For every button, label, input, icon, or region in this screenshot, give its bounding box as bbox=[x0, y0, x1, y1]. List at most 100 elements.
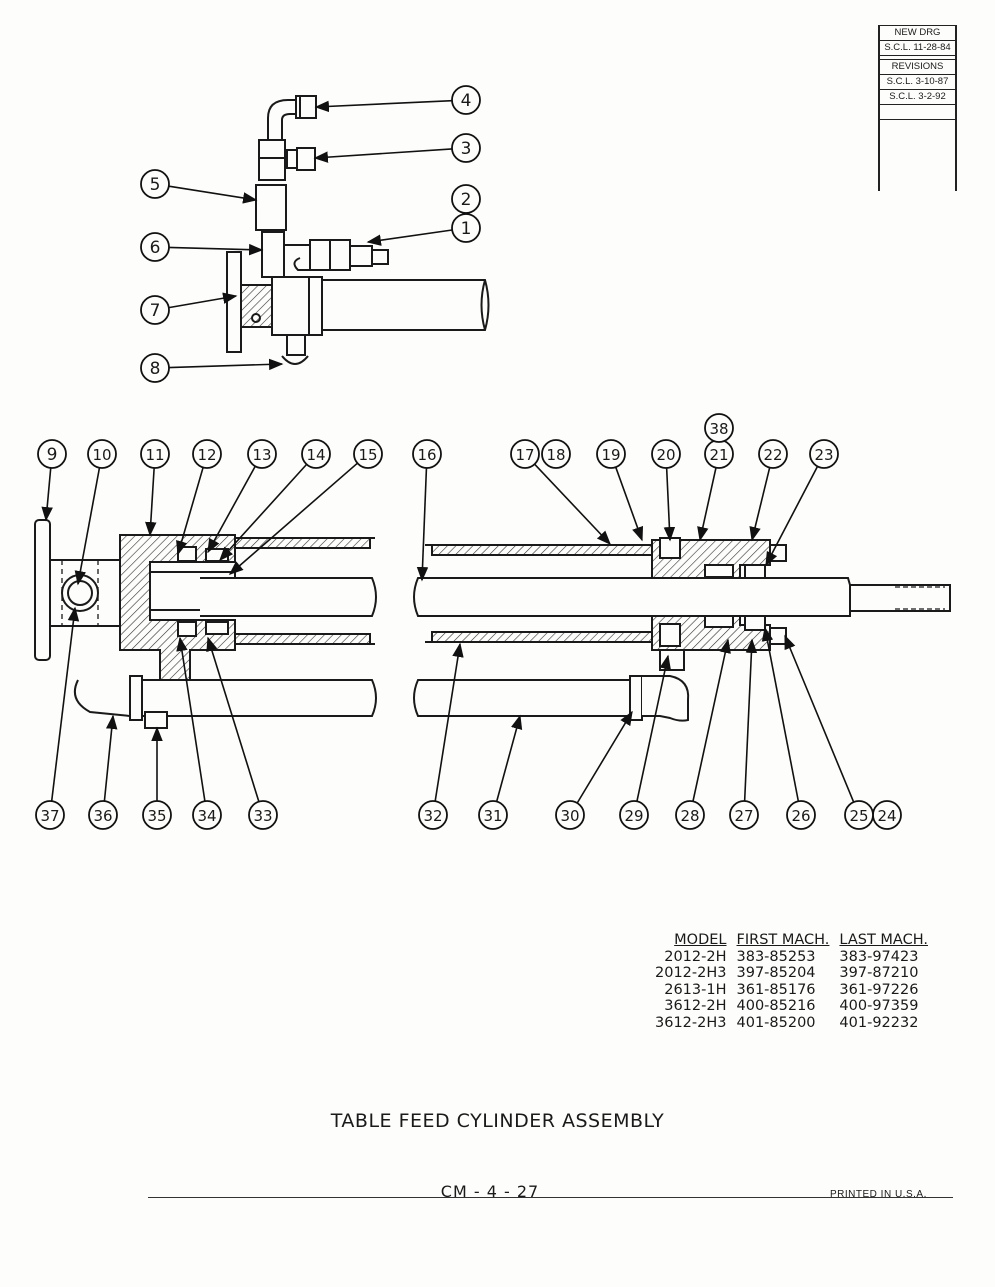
callout-circle bbox=[140, 439, 170, 469]
footer-rule bbox=[148, 1197, 953, 1198]
callout-circle bbox=[88, 800, 118, 830]
last-mach-cell: 397-87210 bbox=[839, 965, 919, 981]
leader-line-6 bbox=[168, 243, 264, 256]
model-cell: 3612-2H bbox=[664, 998, 727, 1014]
leader-line-8 bbox=[168, 358, 284, 371]
callout-1: 1 bbox=[451, 213, 481, 243]
leader-line-25 bbox=[784, 634, 855, 803]
callout-number: 12 bbox=[197, 446, 216, 464]
last-mach-cell: 383-97423 bbox=[839, 948, 919, 965]
callout-35: 35 bbox=[142, 800, 172, 830]
callout-circle bbox=[451, 85, 481, 115]
callout-10: 10 bbox=[87, 439, 117, 469]
callout-number: 1 bbox=[461, 219, 472, 239]
callout-circle bbox=[809, 439, 839, 469]
leader-line-4 bbox=[314, 99, 453, 113]
printed-in-usa: PRINTED IN U.S.A. bbox=[830, 1189, 927, 1200]
leader-line-15 bbox=[228, 462, 358, 575]
leader-line-17 bbox=[534, 463, 611, 546]
new-drawing-label: NEW DRG bbox=[878, 25, 957, 41]
revision-block: NEW DRG S.C.L. 11-28-84 REVISIONS S.C.L.… bbox=[878, 25, 957, 191]
callout-21: 21 bbox=[704, 439, 734, 469]
callout-28: 28 bbox=[675, 800, 705, 830]
callout-number: 37 bbox=[40, 807, 59, 825]
last-mach-cell: 400-97359 bbox=[839, 998, 919, 1014]
callout-circle bbox=[140, 169, 170, 199]
callout-circle bbox=[140, 232, 170, 262]
callout-circle bbox=[619, 800, 649, 830]
callout-number: 30 bbox=[560, 807, 579, 825]
callout-2: 2 bbox=[451, 184, 481, 214]
leader-line-29 bbox=[636, 654, 671, 802]
callout-circle bbox=[247, 439, 277, 469]
leader-line-3 bbox=[313, 148, 453, 163]
column-header-last-mach: LAST MACH. bbox=[839, 932, 928, 948]
callout-circle bbox=[353, 439, 383, 469]
top-view-fitting-assembly bbox=[226, 95, 490, 365]
callout-31: 31 bbox=[478, 800, 508, 830]
revisions-header: REVISIONS bbox=[878, 59, 957, 75]
callout-number: 14 bbox=[306, 446, 325, 464]
callout-9: 9 bbox=[37, 439, 67, 469]
callout-circle bbox=[418, 800, 448, 830]
callout-15: 15 bbox=[353, 439, 383, 469]
callout-36: 36 bbox=[88, 800, 118, 830]
callout-3: 3 bbox=[451, 133, 481, 163]
callout-number: 11 bbox=[145, 446, 164, 464]
callout-circle bbox=[412, 439, 442, 469]
callout-circle bbox=[142, 800, 172, 830]
drawing-title: TABLE FEED CYLINDER ASSEMBLY bbox=[330, 1110, 665, 1132]
leader-line-37 bbox=[50, 606, 80, 802]
callout-38: 38 bbox=[704, 413, 734, 443]
callout-number: 7 bbox=[150, 301, 161, 321]
callout-number: 5 bbox=[150, 175, 161, 195]
leader-lines bbox=[41, 99, 855, 804]
column-header-first-mach: FIRST MACH. bbox=[736, 932, 830, 948]
leader-line-20 bbox=[663, 467, 676, 542]
leader-line-26 bbox=[761, 626, 800, 802]
callout-circle bbox=[192, 800, 222, 830]
callout-24: 24 bbox=[872, 800, 902, 830]
callout-circle bbox=[87, 439, 117, 469]
callout-11: 11 bbox=[140, 439, 170, 469]
leader-line-16 bbox=[416, 467, 429, 582]
first-mach-cell: 383-85253 bbox=[736, 948, 816, 965]
first-mach-cell: 397-85204 bbox=[736, 965, 816, 981]
cylinder-section-left bbox=[34, 519, 377, 729]
callout-circle bbox=[786, 800, 816, 830]
leader-line-31 bbox=[495, 714, 523, 802]
callout-circle bbox=[140, 295, 170, 325]
callout-circle bbox=[541, 439, 571, 469]
callout-number: 19 bbox=[601, 446, 620, 464]
callout-circle bbox=[451, 213, 481, 243]
leader-line-14 bbox=[219, 463, 308, 562]
model-cell: 2012-2H3 bbox=[655, 965, 727, 981]
callout-number: 31 bbox=[483, 807, 502, 825]
callout-13: 13 bbox=[247, 439, 277, 469]
callout-number: 21 bbox=[709, 446, 728, 464]
callout-number: 6 bbox=[150, 238, 161, 258]
leader-line-30 bbox=[576, 710, 633, 804]
callout-16: 16 bbox=[412, 439, 442, 469]
callout-12: 12 bbox=[192, 439, 222, 469]
callout-number: 33 bbox=[253, 807, 272, 825]
callout-number: 16 bbox=[417, 446, 436, 464]
first-mach-cell: 401-85200 bbox=[736, 1014, 816, 1031]
callout-25: 25 bbox=[844, 800, 874, 830]
callout-circle bbox=[140, 353, 170, 383]
leader-line-22 bbox=[749, 467, 771, 542]
callout-circle bbox=[301, 439, 331, 469]
callout-number: 10 bbox=[92, 446, 111, 464]
callout-number: 35 bbox=[147, 807, 166, 825]
leader-line-12 bbox=[176, 467, 204, 556]
callout-circle bbox=[729, 800, 759, 830]
callout-32: 32 bbox=[418, 800, 448, 830]
last-mach-cell: 401-92232 bbox=[839, 1014, 919, 1031]
callout-number: 29 bbox=[624, 807, 643, 825]
callout-19: 19 bbox=[596, 439, 626, 469]
model-cell: 2613-1H bbox=[664, 981, 727, 998]
leader-line-10 bbox=[74, 467, 101, 586]
